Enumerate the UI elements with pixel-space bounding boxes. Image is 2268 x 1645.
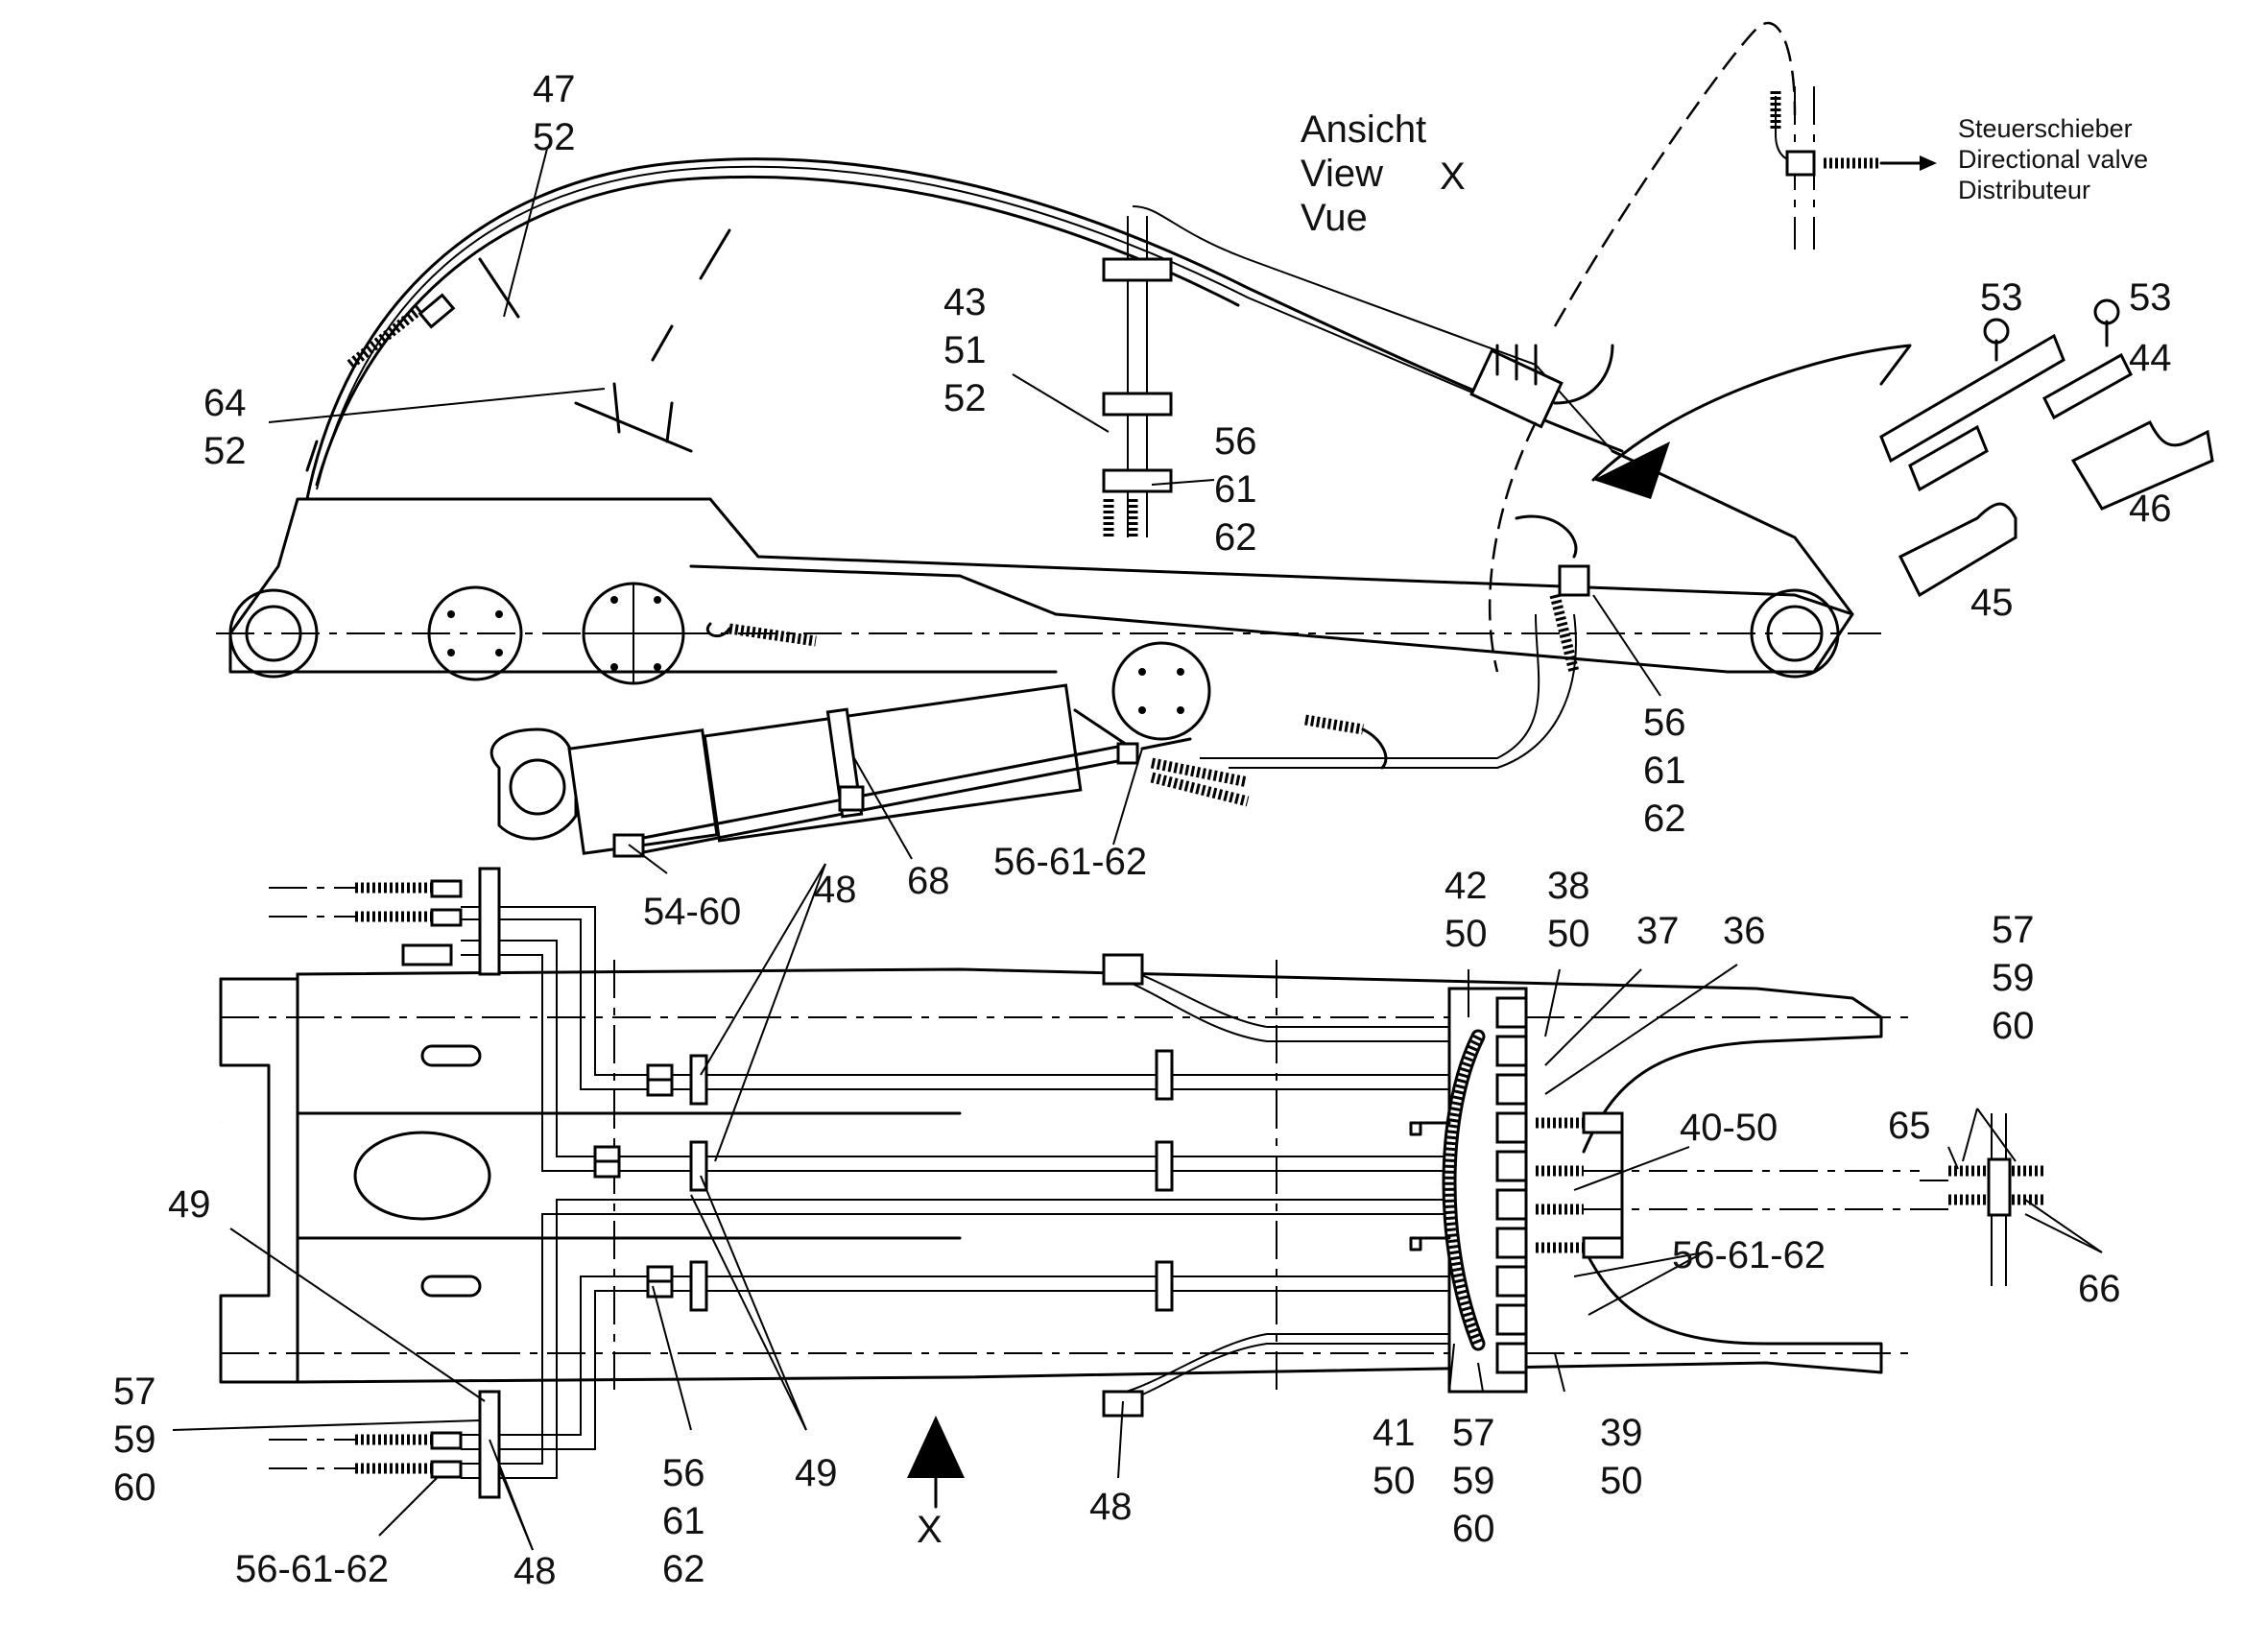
direction-label-line2: Directional valve — [1958, 145, 2149, 174]
callout-56-61-62-top: 56 61 62 — [1214, 420, 1257, 559]
callout-57-59-60-right: 57 59 60 — [1992, 909, 2035, 1047]
callout-46: 46 — [2129, 488, 2172, 530]
view-label: Ansicht View Vue — [1301, 107, 1426, 240]
callout-49-bottom: 49 — [795, 1452, 838, 1494]
leader-lines — [172, 148, 2103, 1551]
callout-40-50: 40-50 — [1680, 1107, 1779, 1149]
valve-connection-detail — [1770, 86, 1937, 250]
callout-43-51-52: 43 51 52 — [943, 281, 987, 419]
callout-57-59-60-left: 57 59 60 — [113, 1371, 156, 1509]
callout-42-50: 42 50 — [1444, 865, 1488, 955]
callout-56-61-62-block: 56-61-62 — [1672, 1234, 1826, 1276]
callout-64-52: 64 52 — [203, 382, 247, 472]
view-letter: X — [1440, 155, 1466, 198]
callout-66: 66 — [2078, 1268, 2121, 1310]
callout-38-50: 38 50 — [1547, 865, 1590, 955]
callout-56-61-62-mid: 56-61-62 — [993, 841, 1148, 883]
callout-48-bottom: 48 — [513, 1550, 557, 1592]
directional-valve-label: Steuerschieber Directional valve Distrib… — [1958, 113, 2148, 205]
view-label-line1: Ansicht — [1301, 108, 1427, 151]
callout-57-59-60-bottom: 57 59 60 — [1452, 1412, 1495, 1550]
callout-65: 65 — [1888, 1105, 1931, 1147]
callout-48-top: 48 — [814, 869, 857, 911]
callout-68: 68 — [907, 860, 950, 902]
callout-54-60: 54-60 — [643, 891, 742, 933]
callout-56-61-62-lower: 56 61 62 — [662, 1452, 705, 1590]
view-label-line3: Vue — [1301, 197, 1368, 239]
pipe-clamp-detail — [1920, 1113, 2044, 1286]
callout-53a: 53 — [1980, 276, 2023, 319]
callout-37: 37 — [1636, 910, 1680, 952]
bracket-parts — [1879, 298, 2214, 598]
callout-53b: 53 — [2129, 276, 2172, 319]
boom-side-view — [216, 21, 1912, 769]
boom-cylinder — [489, 622, 1388, 858]
callout-56-61-62-right: 56 61 62 — [1643, 702, 1686, 840]
callout-39-50: 39 50 — [1600, 1412, 1643, 1502]
callout-48-center: 48 — [1089, 1486, 1133, 1528]
callout-56-61-62-bottom: 56-61-62 — [235, 1548, 390, 1590]
boom-plan-view — [219, 867, 1920, 1499]
callout-41-50: 41 50 — [1373, 1412, 1416, 1502]
view-x-arrow — [907, 1416, 965, 1509]
x-marker: X — [917, 1509, 943, 1551]
callout-45: 45 — [1970, 582, 2014, 624]
callout-44: 44 — [2129, 337, 2172, 379]
callout-47-52: 47 52 — [533, 68, 576, 158]
view-label-line2: View — [1301, 153, 1383, 195]
direction-label-line3: Distributeur — [1958, 176, 2091, 204]
callout-36: 36 — [1723, 910, 1766, 952]
direction-label-line1: Steuerschieber — [1958, 114, 2133, 143]
callout-49-left: 49 — [168, 1183, 211, 1226]
